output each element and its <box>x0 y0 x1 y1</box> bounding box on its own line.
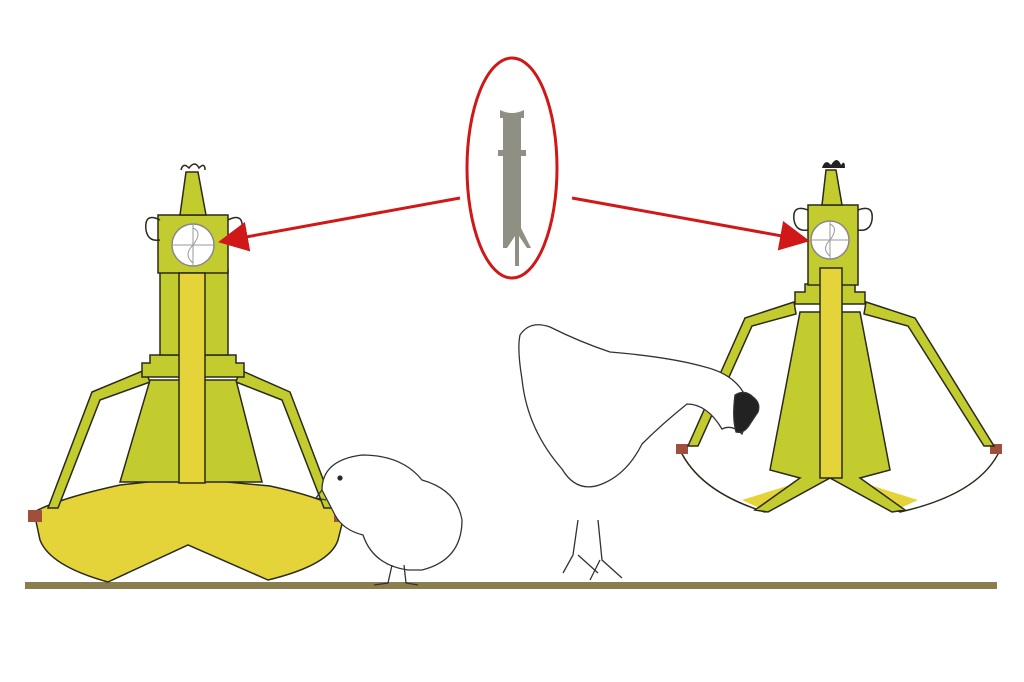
left-pan-rim-left <box>28 510 42 522</box>
hen-comb-icon <box>733 391 760 433</box>
right-arm-left <box>686 301 797 447</box>
right-pan-rim-left <box>676 444 688 454</box>
right-top-clip <box>822 160 845 168</box>
right-hook-left <box>793 207 809 232</box>
ground-line <box>25 582 997 589</box>
chick-illustration <box>314 454 463 586</box>
arrow-to-left-shutter <box>218 196 461 252</box>
right-feed-tube <box>819 267 843 479</box>
hen-illustration <box>518 324 760 581</box>
shutter-part-icon <box>498 110 531 266</box>
left-feeder <box>28 163 348 583</box>
left-neck <box>179 171 207 216</box>
arrow-to-right-shutter <box>571 196 810 251</box>
part-highlight-ellipse <box>465 56 559 280</box>
right-feeder <box>676 160 1002 513</box>
left-feed-tube <box>178 272 206 484</box>
left-pan-feed <box>33 477 346 583</box>
right-hook-right <box>857 207 873 232</box>
left-shutter-lines <box>172 224 214 266</box>
left-hook-left <box>145 216 161 242</box>
right-shutter-lines <box>811 221 849 259</box>
right-arm-right <box>863 301 996 447</box>
right-neck <box>821 169 843 206</box>
left-top-clip <box>180 163 206 171</box>
